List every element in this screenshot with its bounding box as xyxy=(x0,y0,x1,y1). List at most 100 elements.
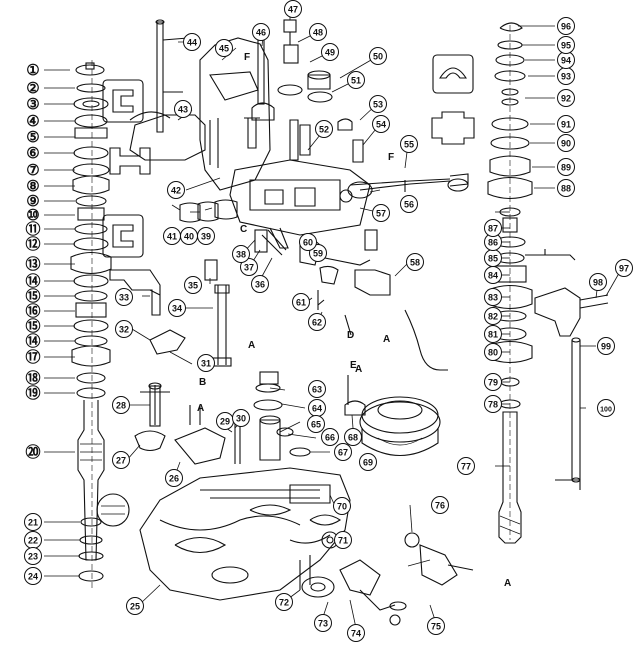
callout-80: 78 xyxy=(484,395,502,413)
callout-45: 43 xyxy=(174,100,192,118)
callout-60: 58 xyxy=(406,253,424,271)
upper-housing-assembly xyxy=(129,19,469,281)
callout-102: 100 xyxy=(597,399,615,417)
callout-20: ⑱ xyxy=(25,369,40,387)
callout-90: 88 xyxy=(557,179,575,197)
callout-29: 27 xyxy=(112,451,130,469)
callout-91: 89 xyxy=(557,158,575,176)
callout-number: 40 xyxy=(184,232,194,242)
callout-circle xyxy=(321,428,339,446)
callout-number: 38 xyxy=(236,250,246,260)
callout-2: ② xyxy=(26,80,39,97)
callout-number: 33 xyxy=(119,293,129,303)
callout-number: 92 xyxy=(561,94,571,104)
callout-7: ⑦ xyxy=(26,162,39,179)
callout-number: 93 xyxy=(561,72,571,82)
callout-number: 30 xyxy=(236,414,246,424)
callout-26: 24 xyxy=(24,567,42,585)
callout-number: 73 xyxy=(318,619,328,629)
callout-19: ⑰ xyxy=(25,348,40,366)
callout-number: 71 xyxy=(338,536,348,546)
reference-letter: B xyxy=(199,377,206,388)
callout-circle xyxy=(484,343,502,361)
callout-number: ⑥ xyxy=(26,145,39,162)
reference-letter: A xyxy=(355,364,362,375)
callout-circle xyxy=(275,593,293,611)
callout-1: ① xyxy=(26,62,39,79)
callout-50: 48 xyxy=(309,23,327,41)
callout-circle xyxy=(115,320,133,338)
callout-number: 74 xyxy=(351,629,361,639)
callout-number: 43 xyxy=(178,105,188,115)
callout-number: 68 xyxy=(348,433,358,443)
callout-95: 93 xyxy=(557,67,575,85)
callout-31: 29 xyxy=(216,412,234,430)
callout-84: 82 xyxy=(484,307,502,325)
callout-number: 48 xyxy=(313,28,323,38)
callout-59: 57 xyxy=(372,204,390,222)
callout-circle xyxy=(369,95,387,113)
callout-number: 88 xyxy=(561,184,571,194)
callout-circle xyxy=(484,219,502,237)
reference-letter: A xyxy=(504,578,511,589)
callout-circle xyxy=(484,288,502,306)
callout-number: 67 xyxy=(338,448,348,458)
callout-number: 53 xyxy=(373,100,383,110)
callout-number: ② xyxy=(26,80,39,97)
callout-number: ⑲ xyxy=(25,384,40,402)
callout-number: ⑳ xyxy=(25,443,40,461)
callout-number: ⑦ xyxy=(26,162,39,179)
callout-number: 39 xyxy=(201,232,211,242)
callout-number: ⑭ xyxy=(25,272,40,290)
callout-circle xyxy=(372,115,390,133)
callout-number: 51 xyxy=(351,76,361,86)
callout-98: 96 xyxy=(557,17,575,35)
callout-circle xyxy=(484,395,502,413)
callout-number: 59 xyxy=(313,249,323,259)
callout-circle xyxy=(557,158,575,176)
callout-number: 34 xyxy=(172,304,182,314)
reference-letter: A xyxy=(383,334,390,345)
callout-number: 35 xyxy=(188,281,198,291)
callout-circle xyxy=(183,33,201,51)
callout-37: 35 xyxy=(184,276,202,294)
callout-number: 90 xyxy=(561,139,571,149)
callout-39: 37 xyxy=(240,258,258,276)
callout-number: ① xyxy=(26,62,39,79)
callout-circle xyxy=(400,135,418,153)
callout-67: 65 xyxy=(307,415,325,433)
callout-circle xyxy=(344,428,362,446)
callout-34: 32 xyxy=(115,320,133,338)
callout-circle xyxy=(168,299,186,317)
callout-number: 81 xyxy=(488,330,498,340)
callout-38: 36 xyxy=(251,275,269,293)
callout-number: 75 xyxy=(431,622,441,632)
callout-28: 26 xyxy=(165,469,183,487)
callout-circle xyxy=(347,71,365,89)
callout-circle xyxy=(24,513,42,531)
callout-number: 79 xyxy=(488,378,498,388)
callout-circle xyxy=(457,457,475,475)
callout-42: 40 xyxy=(180,227,198,245)
callout-81: 79 xyxy=(484,373,502,391)
callout-number: 21 xyxy=(28,518,38,528)
callout-number: 29 xyxy=(220,417,230,427)
callout-64: 62 xyxy=(308,313,326,331)
callout-number: 94 xyxy=(561,56,571,66)
callout-51: 49 xyxy=(321,43,339,61)
callout-number: 47 xyxy=(288,5,298,15)
callout-87: 85 xyxy=(484,249,502,267)
callout-36: 34 xyxy=(168,299,186,317)
callout-circle xyxy=(334,531,352,549)
callout-44: 42 xyxy=(167,181,185,199)
callout-46: 44 xyxy=(183,33,201,51)
callout-number: 61 xyxy=(296,298,306,308)
callout-number: ③ xyxy=(26,96,39,113)
callout-circle xyxy=(347,624,365,642)
callout-number: ⑨ xyxy=(26,193,39,210)
callout-number: 55 xyxy=(404,140,414,150)
callout-71: 69 xyxy=(359,453,377,471)
callout-number: 54 xyxy=(376,120,386,130)
callout-27: 25 xyxy=(126,597,144,615)
callout-89: 87 xyxy=(484,219,502,237)
